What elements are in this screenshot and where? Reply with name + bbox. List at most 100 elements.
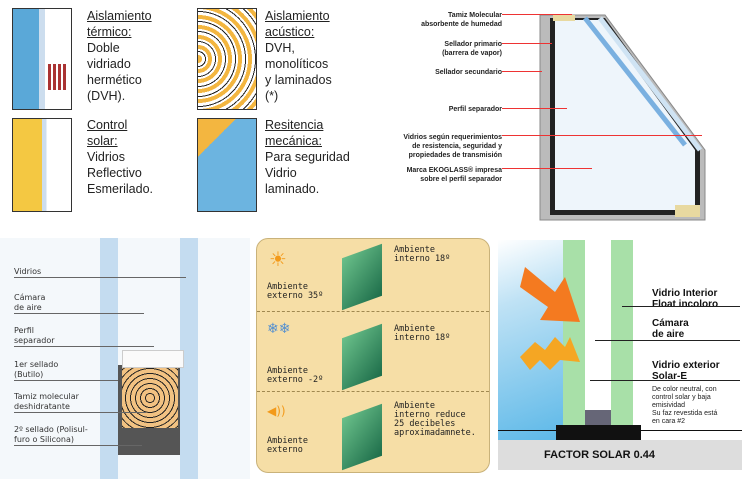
pointer-arrow bbox=[502, 135, 702, 136]
text: Vidrio Interior bbox=[652, 288, 718, 299]
thermal-title: Aislamiento bbox=[87, 9, 152, 23]
text: externo bbox=[267, 445, 303, 455]
leader-line bbox=[14, 277, 186, 278]
text: de aire bbox=[652, 329, 685, 340]
text: 25 decibeles bbox=[394, 419, 456, 429]
text: De color neutral, con bbox=[652, 386, 717, 393]
text: deshidratante bbox=[14, 402, 70, 411]
text: Ambiente bbox=[267, 282, 308, 292]
pointer-arrow bbox=[502, 71, 542, 72]
pointer-arrow bbox=[502, 108, 567, 109]
text: Reflectivo bbox=[87, 166, 142, 180]
footer-band bbox=[498, 440, 742, 470]
label-tamiz: Tamiz Molecular absorbente de humedad bbox=[390, 11, 502, 29]
text: control solar y baja bbox=[652, 394, 711, 401]
text: 1er sellado bbox=[14, 360, 59, 369]
label-vidrios: Vidrios bbox=[14, 267, 42, 276]
pointer-arrow bbox=[502, 168, 592, 169]
text: Float incoloro bbox=[652, 299, 719, 310]
text: separador bbox=[14, 336, 55, 345]
text: (*) bbox=[265, 89, 279, 103]
solar-title: Control bbox=[87, 118, 128, 132]
frame bbox=[556, 425, 641, 440]
mechanical-title: Resitencia bbox=[265, 118, 324, 132]
window-corner-illustration bbox=[539, 14, 706, 221]
text: (barrera de vapor) bbox=[442, 50, 502, 57]
text: Cámara bbox=[652, 318, 689, 329]
sun-ray-arrows bbox=[520, 267, 580, 370]
leader-line bbox=[14, 380, 118, 381]
label-perfil: Perfil separador bbox=[390, 105, 502, 114]
sun-icon: ☀ bbox=[269, 247, 287, 271]
label-sellado-1: 1er sellado(Butilo) bbox=[14, 360, 58, 380]
pointer-arrow bbox=[595, 340, 740, 341]
acoustic-title-2: acústico: bbox=[265, 25, 315, 39]
text: externo 35º bbox=[267, 291, 324, 301]
text: Ambiente bbox=[394, 324, 435, 334]
text: Tamiz Molecular bbox=[448, 12, 502, 19]
text: Esmerilado. bbox=[87, 182, 153, 196]
pointer-arrow bbox=[502, 14, 572, 15]
text: hermético bbox=[87, 73, 142, 87]
text: interno 18º bbox=[394, 333, 451, 343]
text: Para seguridad bbox=[265, 150, 350, 164]
spacer bbox=[122, 350, 184, 368]
text: y laminados bbox=[265, 73, 332, 87]
pointer-arrow bbox=[502, 43, 552, 44]
thermal-title-2: térmico: bbox=[87, 25, 132, 39]
text: aproximadamnete. bbox=[394, 428, 476, 438]
sun-control-icon bbox=[12, 118, 72, 212]
text: Vidrios bbox=[87, 150, 125, 164]
acoustic-title: Aislamiento bbox=[265, 9, 330, 23]
label-sellador-secundario: Sellador secundario bbox=[390, 68, 502, 77]
text: Vidrio exterior bbox=[652, 360, 720, 371]
spacer bbox=[585, 410, 611, 425]
text: Ambiente bbox=[267, 436, 308, 446]
text: Tamiz molecular bbox=[14, 392, 79, 401]
text: emisividad bbox=[652, 402, 686, 409]
snowflake-icon: ❄❄ bbox=[267, 321, 291, 337]
text: DVH, bbox=[265, 41, 295, 55]
text: de aire bbox=[14, 303, 42, 312]
text: furo o Silicona) bbox=[14, 435, 75, 444]
text: absorbente de humedad bbox=[421, 21, 502, 28]
text: Ambiente bbox=[394, 401, 435, 411]
leader-line bbox=[14, 445, 142, 446]
text: Solar-E bbox=[652, 371, 688, 382]
factor-solar-label: FACTOR SOLAR 0.44 bbox=[544, 449, 656, 461]
label-sellado-2: 2º sellado (Polisul-furo o Silicona) bbox=[14, 425, 88, 445]
text: Cámara bbox=[14, 293, 46, 302]
text: Vidrio bbox=[265, 166, 297, 180]
desiccant bbox=[122, 368, 178, 428]
glass-pane bbox=[100, 238, 118, 479]
text: 2º sellado (Polisul- bbox=[14, 425, 88, 434]
exterior-glass bbox=[563, 240, 585, 425]
text: Ambiente bbox=[267, 366, 308, 376]
text: Perfil bbox=[14, 326, 35, 335]
glass-icon bbox=[342, 323, 382, 391]
text: (DVH). bbox=[87, 89, 126, 103]
leader-line bbox=[14, 313, 144, 314]
text: (Butilo) bbox=[14, 370, 44, 379]
text: propiedades de transmisión bbox=[408, 152, 502, 159]
text: Sellador primario bbox=[444, 41, 502, 48]
text: Vidrios según requerimientos bbox=[403, 134, 502, 141]
text: Perfil separador bbox=[448, 106, 502, 113]
text: laminado. bbox=[265, 182, 320, 196]
leader-line bbox=[14, 346, 154, 347]
sound-icon: ◀)) bbox=[267, 404, 286, 418]
